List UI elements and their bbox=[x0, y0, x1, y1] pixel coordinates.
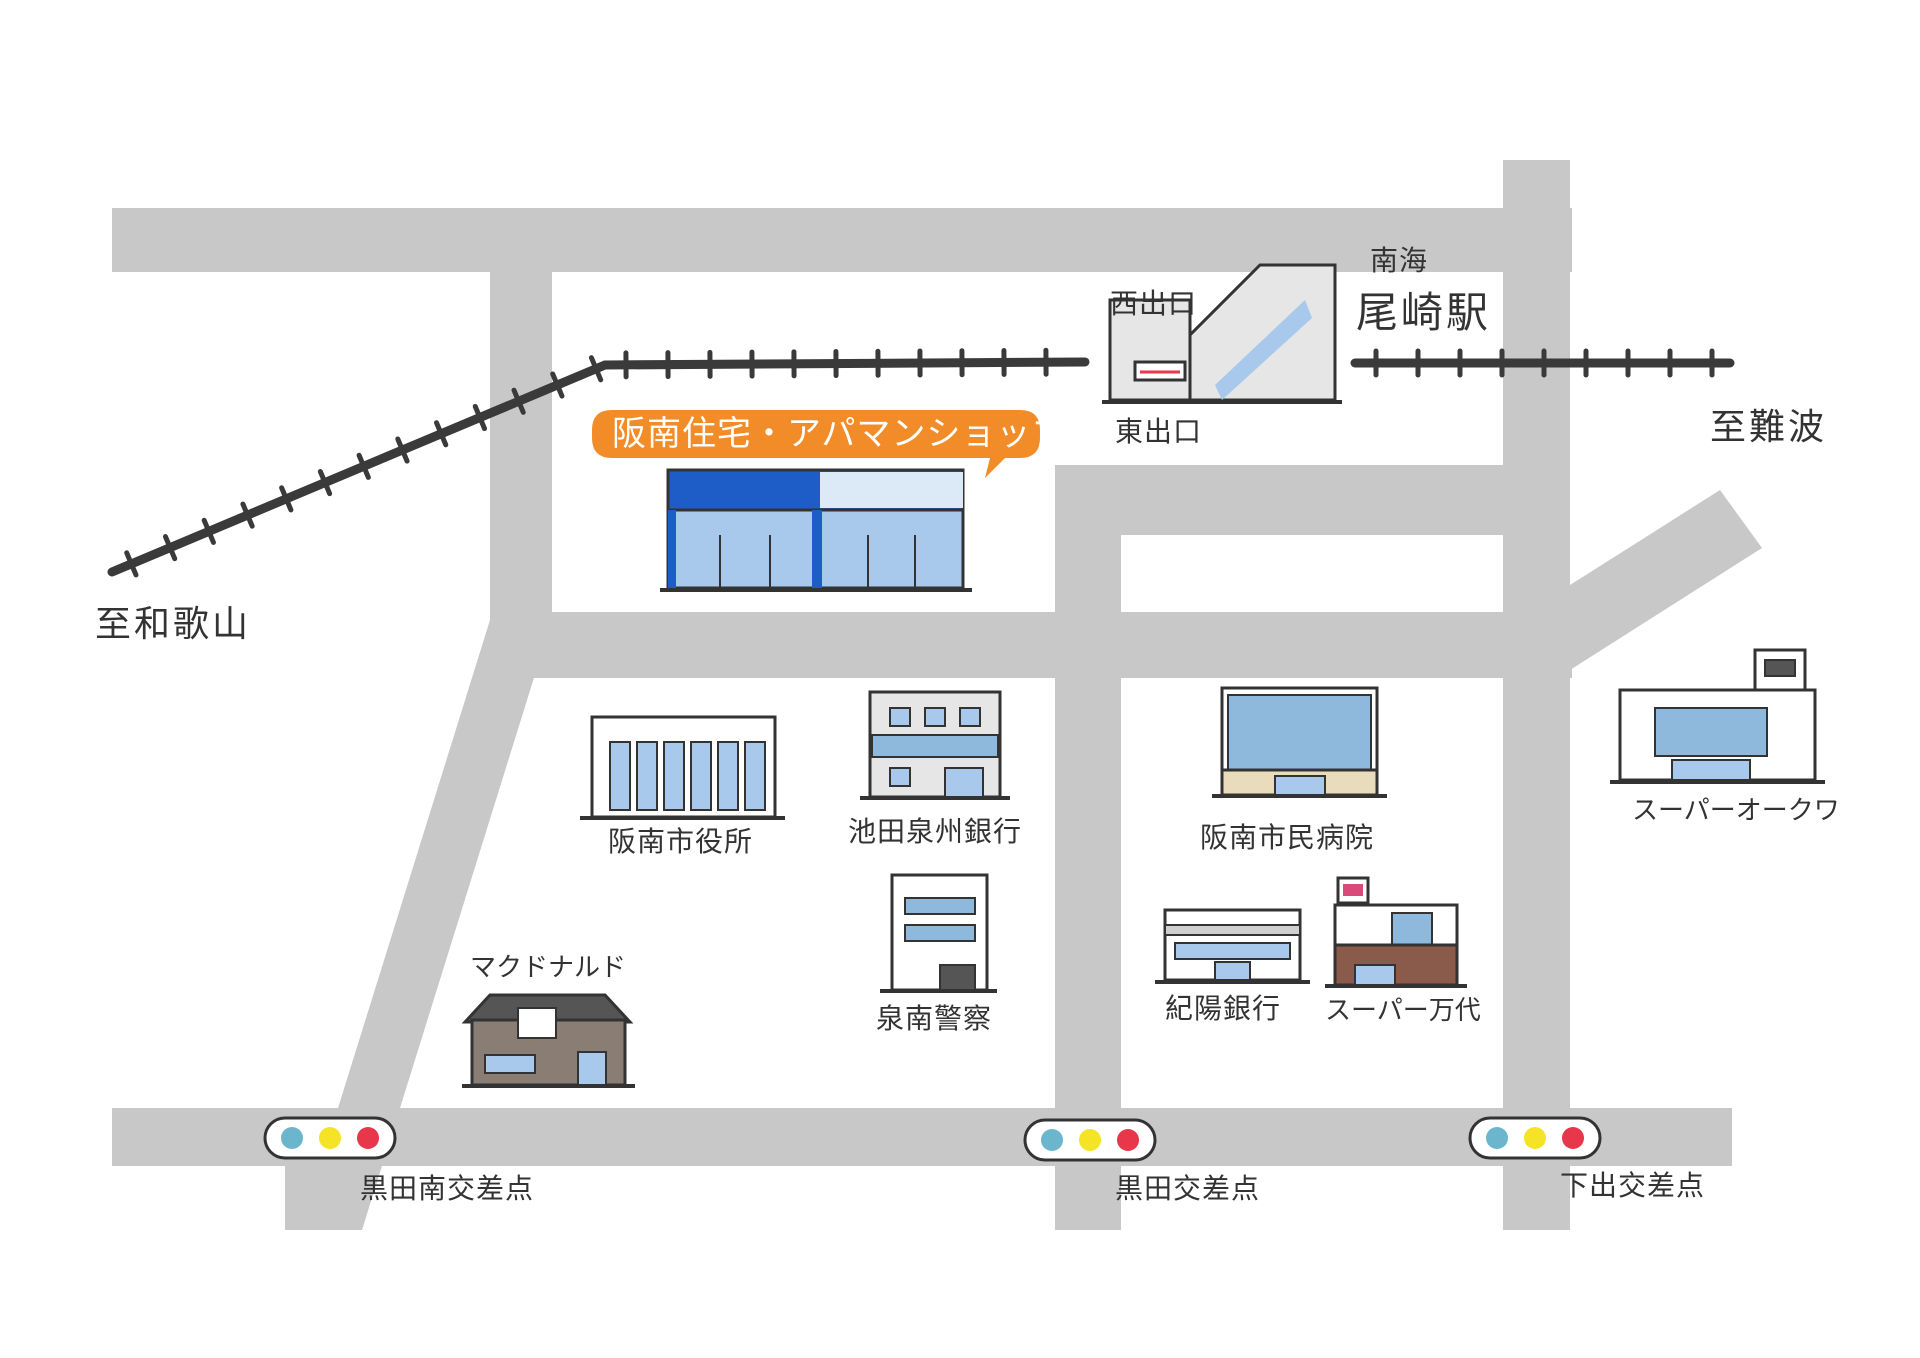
intersection-shimode-label: 下出交差点 bbox=[1560, 1169, 1706, 1202]
ekoi-building bbox=[1325, 876, 1467, 988]
station-west-exit-label: 西出口 bbox=[1110, 287, 1198, 320]
railway-tie bbox=[124, 550, 139, 578]
railway-tie bbox=[434, 420, 449, 448]
railway-tie bbox=[201, 517, 216, 545]
railway-tie bbox=[550, 371, 565, 399]
mcdonalds-building bbox=[461, 993, 635, 1088]
featured-shop-building bbox=[660, 468, 972, 592]
kiyo-bank-building bbox=[1155, 908, 1310, 984]
railway bbox=[107, 347, 1735, 578]
road-center-vertical bbox=[1055, 470, 1121, 1230]
direction-namba-label: 至難波 bbox=[1710, 407, 1828, 448]
mcdonalds-label: マクドナルド bbox=[470, 953, 627, 983]
traffic-signal-shimode bbox=[1468, 1116, 1602, 1160]
city-hall-building bbox=[580, 715, 785, 820]
traffic-signal-kurodaminami bbox=[263, 1116, 397, 1160]
road-diagonal-east bbox=[1570, 490, 1762, 670]
ikeda-bank-building bbox=[860, 690, 1010, 800]
railway-tie bbox=[279, 485, 294, 513]
featured-callout-bubble bbox=[592, 410, 1040, 478]
hospital-label: 阪南市民病院 bbox=[1200, 821, 1375, 854]
railway-tie bbox=[511, 387, 526, 415]
road-upper-connector bbox=[1055, 465, 1570, 535]
road-bottom-left-stub bbox=[285, 1150, 355, 1230]
station-east-exit-label: 東出口 bbox=[1115, 415, 1203, 448]
city-hall-label: 阪南市役所 bbox=[608, 825, 754, 858]
road-diagonal-west bbox=[300, 620, 552, 1230]
station-name-label: 尾崎駅 bbox=[1356, 288, 1492, 337]
road-top bbox=[112, 208, 1572, 272]
okuwa-label: スーパーオークワ bbox=[1632, 796, 1840, 826]
railway-tie bbox=[356, 452, 371, 480]
intersection-kurodaminami-label: 黒田南交差点 bbox=[360, 1172, 535, 1205]
railway-tie bbox=[472, 403, 488, 432]
station-operator-label: 南海 bbox=[1370, 244, 1429, 277]
railway-track-west bbox=[107, 357, 1090, 577]
road-east-vertical bbox=[1503, 160, 1570, 1230]
featured-shop-label: 阪南住宅・アパマンショップ bbox=[612, 414, 1067, 454]
railway-tie bbox=[240, 501, 255, 529]
featured-shop bbox=[592, 410, 1040, 592]
kiyo-bank-label: 紀陽銀行 bbox=[1165, 992, 1282, 1025]
ikeda-bank-label: 池田泉州銀行 bbox=[848, 815, 1023, 848]
railway-tie bbox=[588, 355, 604, 383]
road-middle-horizontal bbox=[490, 612, 1572, 678]
railway-tie bbox=[317, 469, 333, 497]
station-building bbox=[1102, 263, 1342, 404]
police-building bbox=[880, 873, 997, 993]
railway-tie bbox=[395, 436, 410, 464]
road-west-vertical bbox=[490, 270, 552, 630]
roads bbox=[112, 160, 1762, 1230]
okuwa-building bbox=[1610, 648, 1825, 784]
intersection-kuroda-label: 黒田交差点 bbox=[1115, 1172, 1261, 1205]
traffic-signal-kuroda bbox=[1023, 1118, 1157, 1162]
hospital-building bbox=[1212, 686, 1387, 798]
ekoi-label: スーパー万代 bbox=[1325, 996, 1481, 1026]
direction-wakayama-label: 至和歌山 bbox=[95, 604, 252, 645]
railway-tie bbox=[162, 534, 178, 562]
police-label: 泉南警察 bbox=[876, 1002, 993, 1035]
railway-ties bbox=[124, 347, 1715, 578]
